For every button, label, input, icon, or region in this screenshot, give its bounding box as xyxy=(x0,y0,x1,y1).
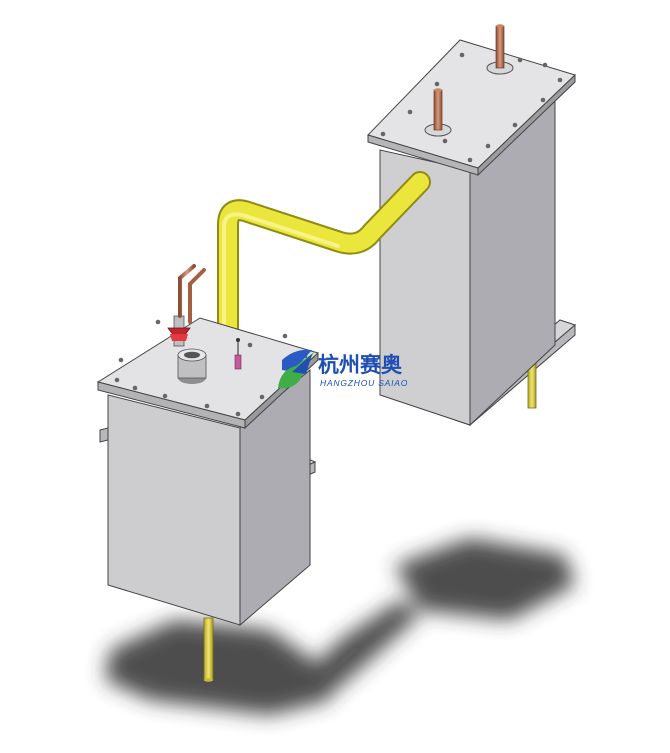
logo-mark-icon xyxy=(278,349,314,389)
logo-name-en: HANGZHOU SAIAO xyxy=(320,378,408,388)
ground-shadow xyxy=(105,538,575,715)
left-tank xyxy=(96,264,319,682)
company-logo: 杭州赛奥 HANGZHOU SAIAO xyxy=(278,349,408,389)
logo-name-cn: 杭州赛奥 xyxy=(318,352,403,377)
connecting-pipe xyxy=(217,171,431,346)
right-tank xyxy=(367,24,576,427)
